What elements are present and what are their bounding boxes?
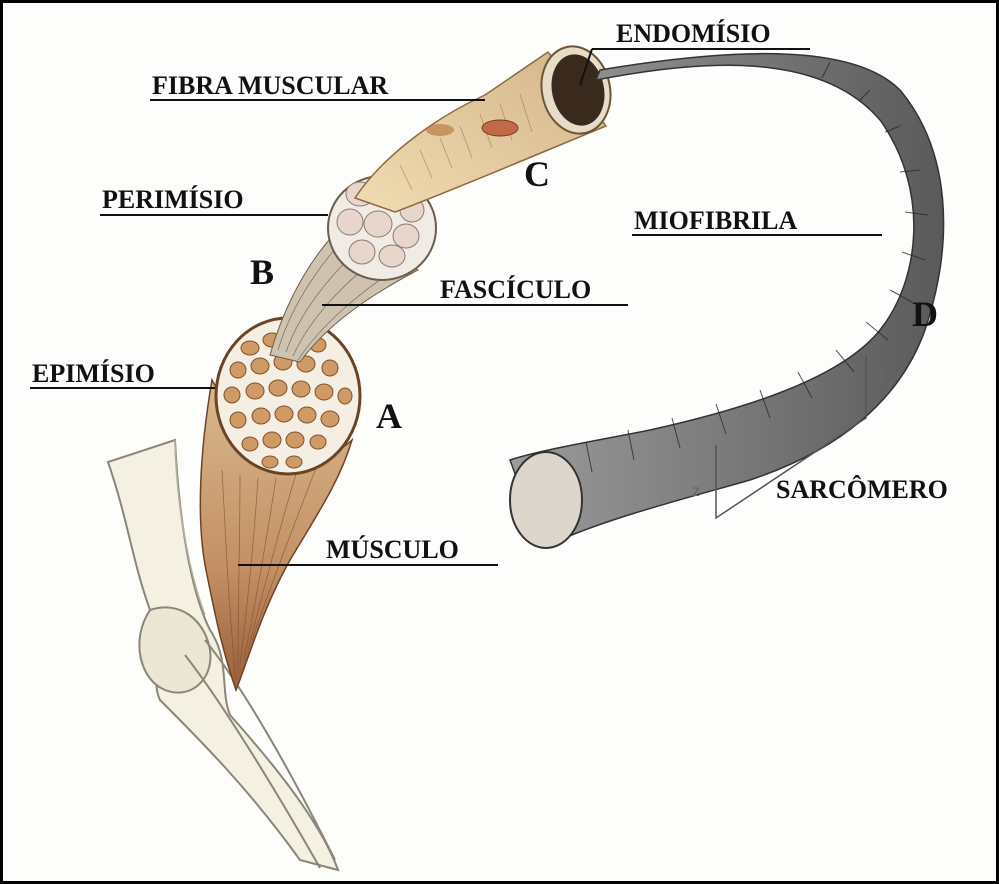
label-endomisio: ENDOMÍSIO bbox=[616, 19, 771, 48]
label-epimisio: EPIMÍSIO bbox=[32, 359, 155, 388]
label-miofibrila: MIOFIBRILA bbox=[634, 206, 797, 235]
muscle-fiber bbox=[355, 40, 618, 212]
label-musculo: MÚSCULO bbox=[326, 535, 459, 564]
label-fasciculo: FASCÍCULO bbox=[440, 275, 591, 304]
letter-a: A bbox=[376, 396, 402, 436]
label-sarcomero: SARCÔMERO bbox=[776, 475, 948, 504]
z-mark-2: z bbox=[876, 369, 884, 386]
z-mark-1: z bbox=[692, 483, 700, 500]
label-fibra-muscular: FIBRA MUSCULAR bbox=[152, 71, 388, 100]
letter-c: C bbox=[524, 154, 550, 194]
label-perimisio: PERIMÍSIO bbox=[102, 185, 244, 214]
letter-d: D bbox=[912, 294, 938, 334]
letter-b: B bbox=[250, 252, 274, 292]
